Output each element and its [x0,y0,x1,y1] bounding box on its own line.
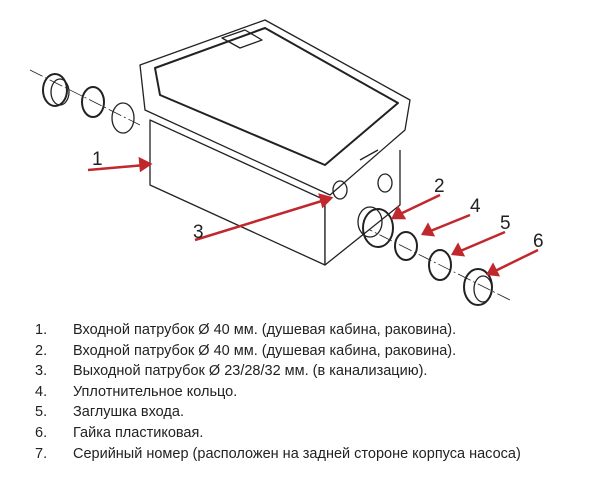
callout-6: 6 [533,231,544,252]
legend-number: 4. [35,383,48,400]
parts-legend: 1. Входной патрубок Ø 40 мм. (душевая каб… [35,322,521,466]
legend-item: 5. Заглушка входа. [35,404,521,425]
legend-number: 6. [35,424,48,441]
callout-lines [87,156,539,277]
legend-text: Входной патрубок Ø 40 мм. (душевая кабин… [73,322,457,338]
callout-3: 3 [193,222,204,243]
legend-number: 1. [35,322,48,338]
legend-item: 7. Серийный номер (расположен на задней с… [35,446,521,467]
legend-text: Серийный номер (расположен на задней сто… [73,445,521,462]
callout-1: 1 [92,149,103,170]
callout-2: 2 [434,176,445,197]
legend-number: 7. [35,445,48,462]
legend-item: 2. Входной патрубок Ø 40 мм. (душевая каб… [35,343,521,364]
legend-number: 5. [35,404,48,421]
legend-number: 2. [35,342,48,359]
legend-text: Входной патрубок Ø 40 мм. (душевая кабин… [73,342,457,359]
legend-text: Уплотнительное кольцо. [73,383,238,400]
callout-5: 5 [500,213,511,234]
pump-drawing: 1 2 3 4 5 6 [29,19,544,306]
legend-item: 6. Гайка пластиковая. [35,425,521,446]
legend-text: Выходной патрубок Ø 23/28/32 мм. (в кана… [73,363,428,380]
legend-item: 4. Уплотнительное кольцо. [35,384,521,405]
legend-text: Гайка пластиковая. [73,424,204,441]
legend-item: 3. Выходной патрубок Ø 23/28/32 мм. (в ка… [35,363,521,384]
legend-text: Заглушка входа. [73,404,184,421]
legend-item: 1. Входной патрубок Ø 40 мм. (душевая каб… [35,322,521,343]
legend-number: 3. [35,363,48,380]
callout-4: 4 [470,196,481,217]
